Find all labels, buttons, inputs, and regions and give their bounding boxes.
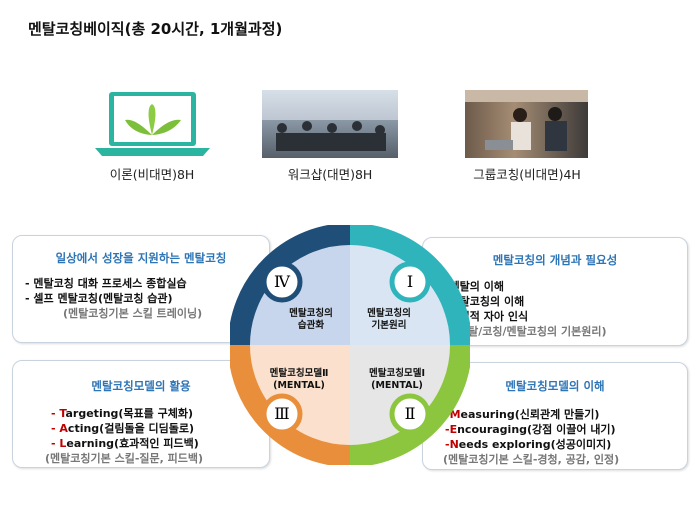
list-item: - Learning(효과적인 피드백)	[51, 437, 199, 450]
stage-iv-box: 일상에서 성장을 지원하는 멘탈코칭 - 멘탈코칭 대화 프로세스 종합실습 -…	[12, 235, 270, 343]
quadrant-iii-label: 멘탈코칭모델Ⅱ(MENTAL)	[269, 368, 329, 391]
stage-iv-heading: 일상에서 성장을 지원하는 멘탈코칭	[55, 251, 227, 265]
stage-iii-box: 멘탈코칭모델의 활용 - Targeting(목표를 구체화) - Acting…	[12, 360, 270, 468]
stage-i-note: (멘탈/코칭/멘탈코칭의 기본원리)	[453, 325, 607, 338]
quadrant-ii-arc	[349, 344, 470, 465]
list-item: -멘탈의 이해	[445, 280, 504, 293]
badge-i	[389, 261, 431, 303]
group-coaching-photo	[465, 90, 588, 158]
stage-ii-note: (멘탈코칭기본 스킬-경청, 공감, 인정)	[443, 453, 620, 466]
list-item: - 멘탈코칭 대화 프로세스 종합실습	[25, 277, 187, 290]
list-item: - Targeting(목표를 구체화)	[51, 407, 194, 420]
stage-i-heading: 멘탈코칭의 개념과 필요성	[492, 253, 618, 267]
numeral-iv: Ⅳ	[274, 272, 290, 291]
format-label-workshop: 워크샵(대면)8H	[287, 167, 373, 182]
numeral-i: Ⅰ	[406, 272, 414, 291]
badge-iv	[261, 261, 303, 303]
quadrant-ii-fill	[350, 345, 450, 445]
stage-iv-note: (멘탈코칭기본 스킬 트레이닝)	[63, 307, 203, 320]
format-label-theory: 이론(비대면)8H	[109, 167, 195, 182]
quadrant-iv-fill	[250, 245, 350, 345]
list-item: -멘탈코칭의 이해	[445, 295, 525, 308]
quadrant-ii-label: 멘탈코칭모델Ⅰ(MENTAL)	[369, 368, 425, 391]
list-item: -Measuring(신뢰관계 만들기)	[445, 408, 600, 421]
numeral-ii: Ⅱ	[404, 404, 416, 423]
laptop-plant-image	[95, 90, 210, 158]
quadrant-iii-fill	[250, 345, 350, 445]
list-item: -긍정적 자아 인식	[445, 310, 529, 323]
list-item: -Encouraging(강점 이끌어 내기)	[445, 423, 616, 436]
format-label-group: 그룹코칭(비대면)4H	[473, 167, 581, 182]
cycle-diagram	[230, 225, 470, 465]
workshop-photo	[262, 90, 398, 158]
list-item: - Acting(걸림돌을 디딤돌로)	[51, 422, 195, 435]
list-item: -Needs exploring(성공이미지)	[445, 438, 612, 451]
badge-ii	[389, 393, 431, 435]
stage-iii-heading: 멘탈코칭모델의 활용	[91, 379, 191, 393]
quadrant-i-arc	[349, 225, 470, 346]
stage-iii-note: (멘탈코칭기본 스킬-질문, 피드백)	[45, 452, 204, 465]
badge-iii	[261, 393, 303, 435]
stage-ii-heading: 멘탈코칭모델의 이해	[505, 379, 605, 393]
list-item: - 셀프 멘탈코칭(멘탈코칭 습관)	[25, 292, 173, 305]
numeral-iii: Ⅲ	[274, 404, 290, 423]
page-title: 멘탈코칭베이직(총 20시간, 1개월과정)	[28, 20, 283, 38]
